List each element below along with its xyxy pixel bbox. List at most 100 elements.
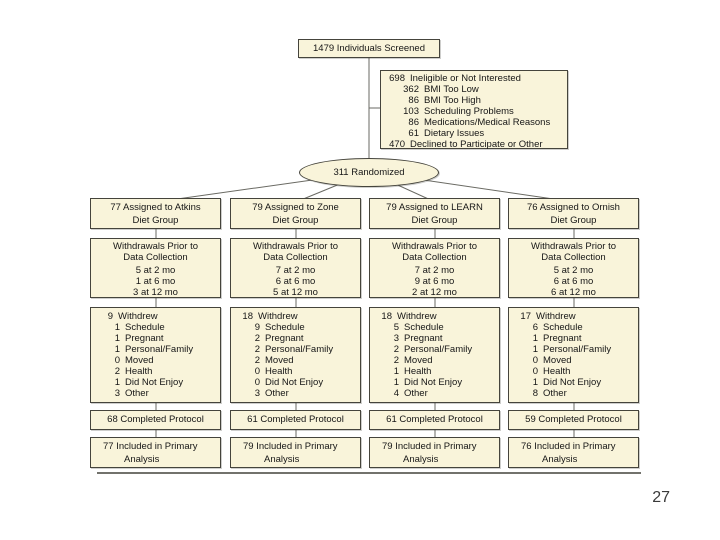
reason-label: Did Not Enjoy	[404, 377, 463, 388]
page-number: 27	[652, 489, 670, 506]
reason-label: Pregnant	[404, 333, 443, 344]
ineligible-label: Medications/Medical Reasons	[424, 117, 551, 128]
withdrawals-timing: 6 at 6 mo	[553, 276, 594, 287]
withdrew-reason: 1 Personal/Family	[509, 344, 638, 355]
withdrawals-title1: Withdrawals Prior to	[531, 241, 616, 252]
included-line2: Analysis	[542, 454, 578, 465]
withdrawals-title2: Data Collection	[402, 252, 467, 263]
reason-count: 6	[532, 322, 538, 333]
withdrawals-title1: Withdrawals Prior to	[113, 241, 198, 252]
ineligible-label: Scheduling Problems	[424, 106, 514, 117]
reason-label: Pregnant	[265, 333, 304, 344]
ineligible-row: 103 Scheduling Problems	[381, 106, 567, 117]
withdrew-reason: 2 Personal/Family	[370, 344, 499, 355]
included-line2: Analysis	[403, 454, 439, 465]
reason-count: 4	[393, 388, 399, 399]
withdrew-reason: 2 Personal/Family	[231, 344, 360, 355]
included-line1: 77 Included in Primary	[103, 441, 198, 452]
reason-label: Health	[125, 366, 153, 377]
reason-count: 2	[114, 366, 120, 377]
withdrew-reason: 5 Schedule	[370, 322, 499, 333]
reason-label: Schedule	[125, 322, 165, 333]
ineligible-count: 362	[403, 84, 419, 95]
group-column-ornish: 76 Assigned to Ornish Diet Group Withdra…	[508, 198, 639, 468]
withdrawals-timing: 3 at 12 mo	[133, 287, 178, 298]
reason-count: 3	[114, 388, 120, 399]
reason-count: 2	[254, 344, 260, 355]
reason-label: Moved	[265, 355, 294, 366]
reason-label: Schedule	[543, 322, 583, 333]
withdrawals-timing: 7 at 2 mo	[275, 265, 316, 276]
withdrew-box: 17 Withdrew 6 Schedule 1 Pregnant 1 Pers…	[508, 307, 639, 403]
reason-label: Personal/Family	[543, 344, 612, 355]
withdrawals-title2: Data Collection	[263, 252, 328, 263]
reason-count: 2	[254, 333, 260, 344]
reason-label: Health	[265, 366, 293, 377]
withdrew-reason: 1 Schedule	[91, 322, 220, 333]
ineligible-row: 86 Medications/Medical Reasons	[381, 117, 567, 128]
withdrew-reason: 2 Health	[91, 366, 220, 377]
withdrawals-timing: 9 at 6 mo	[414, 276, 455, 287]
reason-label: Pregnant	[125, 333, 164, 344]
reason-count: 0	[254, 377, 260, 388]
reason-count: 1	[114, 377, 120, 388]
withdrew-header: 18 Withdrew	[231, 311, 360, 322]
assigned-line2: Diet Group	[411, 215, 458, 226]
ineligible-box: 698 Ineligible or Not Interested 362 BMI…	[380, 70, 568, 150]
assigned-line1: 77 Assigned to Atkins	[110, 202, 201, 213]
reason-count: 3	[254, 388, 260, 399]
ineligible-label: Dietary Issues	[424, 128, 485, 139]
reason-label: Moved	[404, 355, 433, 366]
assigned-line2: Diet Group	[272, 215, 319, 226]
ineligible-label: Declined to Participate or Other	[410, 139, 543, 150]
withdrew-reason: 2 Pregnant	[231, 333, 360, 344]
group-column-zone: 79 Assigned to Zone Diet Group Withdrawa…	[230, 198, 361, 468]
assigned-line2: Diet Group	[550, 215, 597, 226]
assigned-line1: 79 Assigned to LEARN	[386, 202, 483, 213]
withdrew-reason: 4 Other	[370, 388, 499, 399]
withdrew-total: 18	[242, 311, 253, 322]
assigned-box: 79 Assigned to Zone Diet Group	[230, 198, 361, 229]
bottom-divider	[97, 472, 641, 474]
included-box: 77 Included in Primary Analysis	[90, 437, 221, 468]
included-box: 79 Included in Primary Analysis	[230, 437, 361, 468]
reason-label: Moved	[543, 355, 572, 366]
reason-label: Did Not Enjoy	[543, 377, 602, 388]
ineligible-row: 61 Dietary Issues	[381, 128, 567, 139]
reason-count: 1	[114, 344, 120, 355]
reason-label: Health	[404, 366, 432, 377]
withdrew-reason: 2 Moved	[370, 355, 499, 366]
included-line1: 79 Included in Primary	[243, 441, 338, 452]
ineligible-count: 698	[389, 73, 405, 84]
withdrew-reason: 0 Health	[231, 366, 360, 377]
withdrawals-timing: 6 at 6 mo	[275, 276, 316, 287]
withdrew-reason: 6 Schedule	[509, 322, 638, 333]
ineligible-count: 103	[403, 106, 419, 117]
assigned-line1: 76 Assigned to Ornish	[527, 202, 620, 213]
withdrew-header: 9 Withdrew	[91, 311, 220, 322]
withdrawals-title1: Withdrawals Prior to	[392, 241, 477, 252]
withdrew-total: 18	[381, 311, 392, 322]
reason-count: 0	[114, 355, 120, 366]
reason-count: 8	[532, 388, 538, 399]
assigned-line2: Diet Group	[132, 215, 179, 226]
reason-count: 5	[393, 322, 399, 333]
assigned-box: 77 Assigned to Atkins Diet Group	[90, 198, 221, 229]
reason-count: 3	[393, 333, 399, 344]
reason-label: Personal/Family	[125, 344, 194, 355]
completed-label: 61 Completed Protocol	[386, 414, 483, 425]
withdrew-reason: 3 Other	[91, 388, 220, 399]
withdrew-reason: 1 Did Not Enjoy	[509, 377, 638, 388]
reason-count: 2	[393, 355, 399, 366]
withdrawals-box: Withdrawals Prior to Data Collection 5 a…	[508, 238, 639, 298]
ineligible-count: 470	[389, 139, 405, 150]
assigned-box: 76 Assigned to Ornish Diet Group	[508, 198, 639, 229]
ineligible-count: 86	[408, 95, 419, 106]
completed-label: 68 Completed Protocol	[107, 414, 204, 425]
reason-count: 9	[254, 322, 260, 333]
ineligible-row: 470 Declined to Participate or Other	[381, 139, 567, 150]
included-box: 76 Included in Primary Analysis	[508, 437, 639, 468]
assigned-line1: 79 Assigned to Zone	[252, 202, 339, 213]
withdrew-label: Withdrew	[536, 311, 576, 322]
withdrew-box: 18 Withdrew 5 Schedule 3 Pregnant 2 Pers…	[369, 307, 500, 403]
